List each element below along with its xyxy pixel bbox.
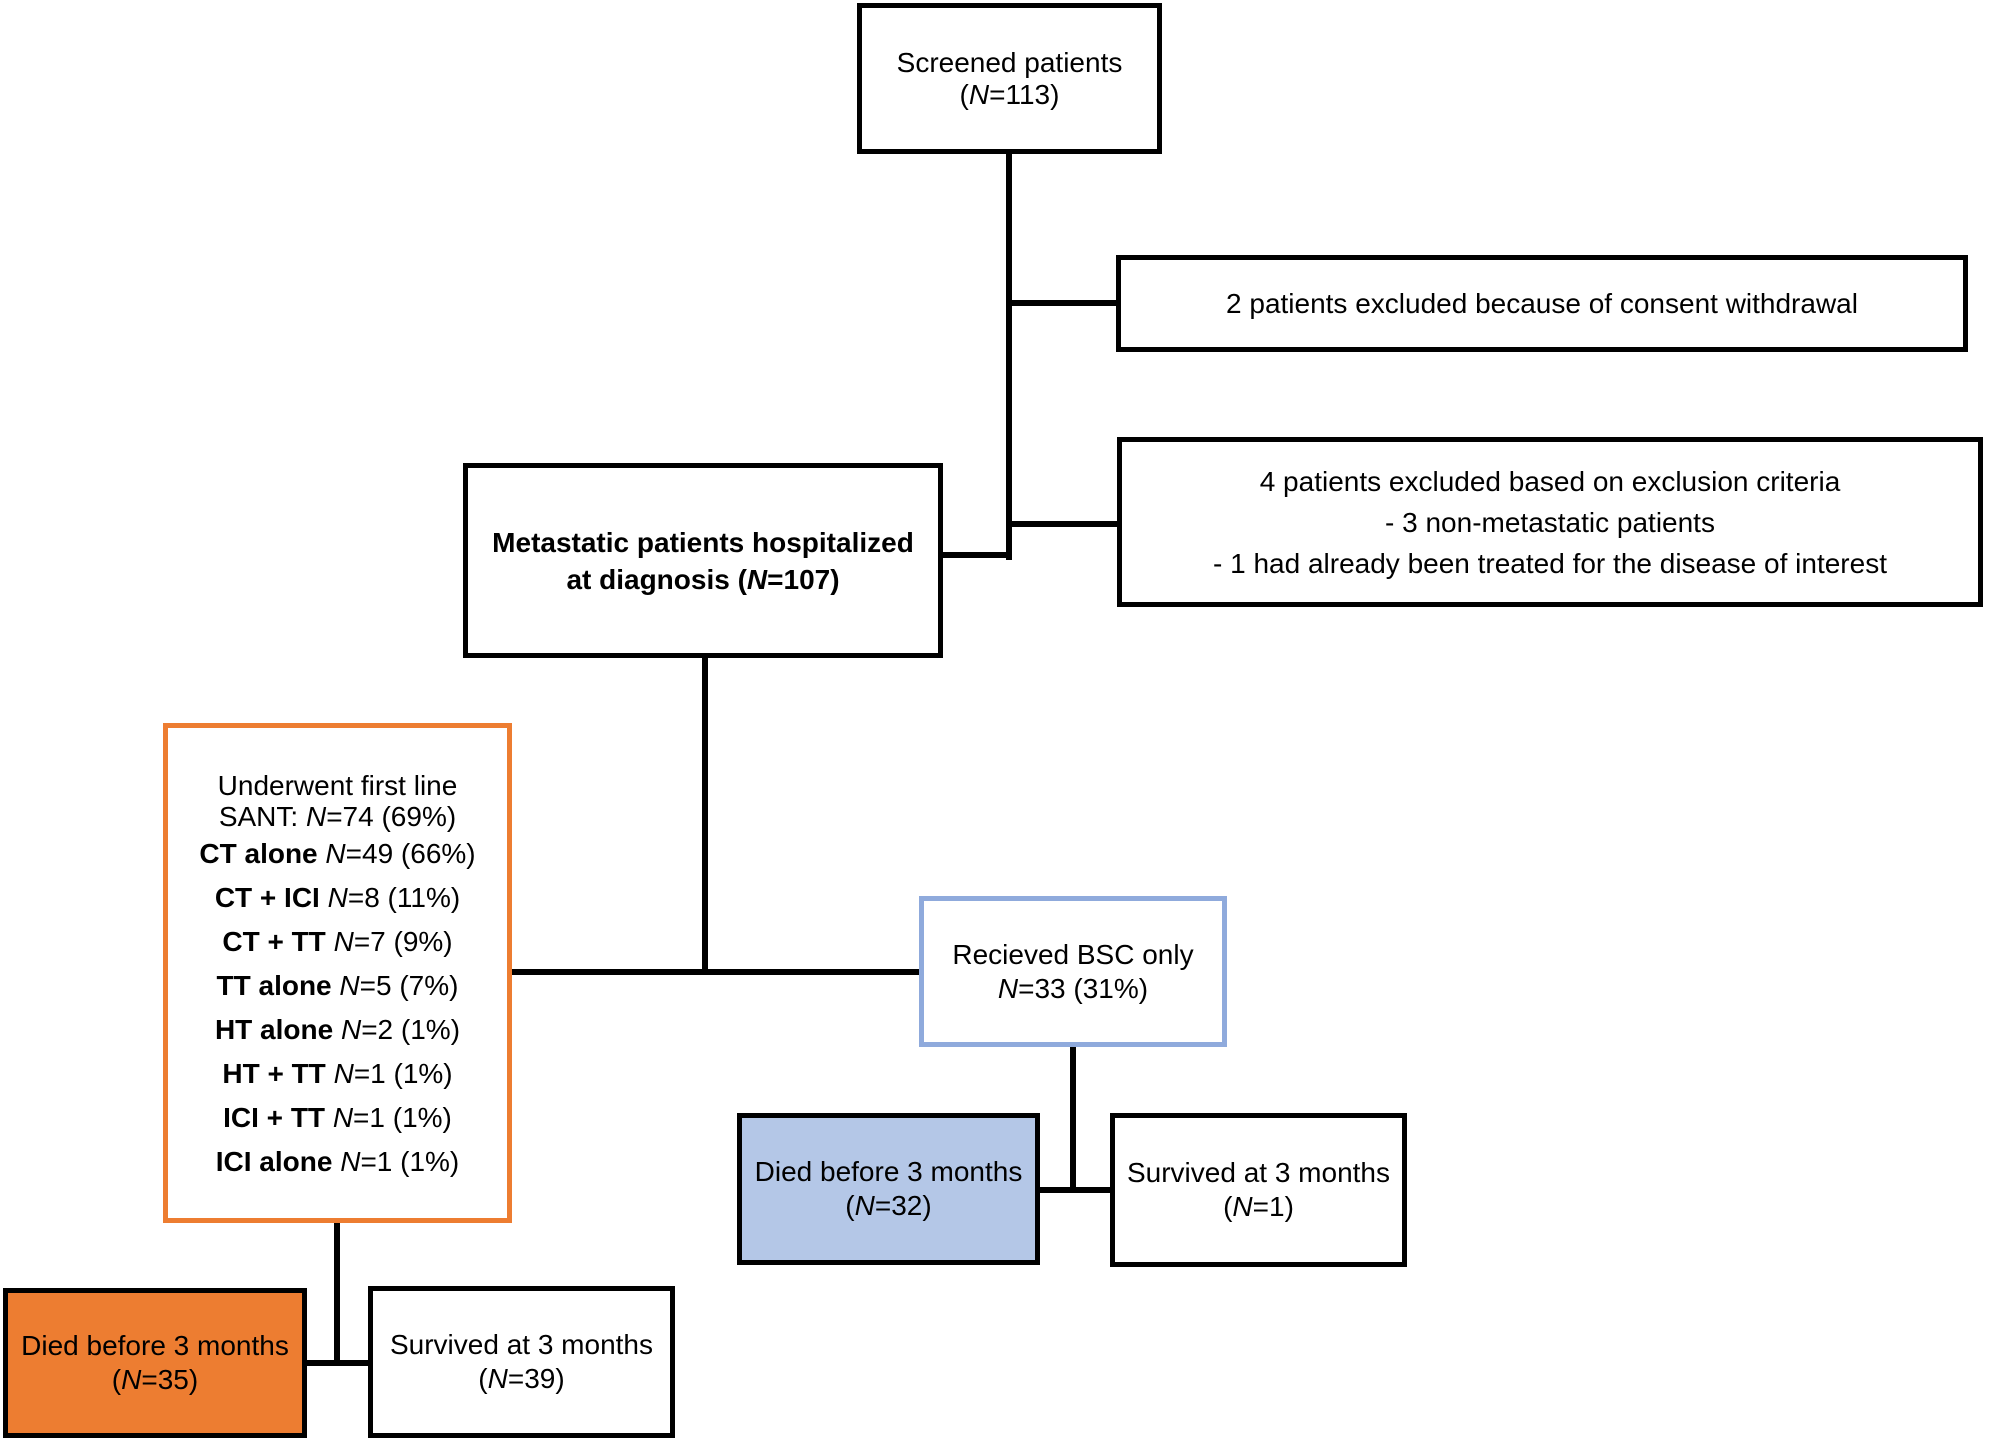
sant-item-ct-alone: CT alone N=49 (66%) <box>199 832 475 876</box>
connector-metastatic-down <box>702 658 708 975</box>
connector-bsc-down <box>1070 1047 1076 1193</box>
bsc-line1: Recieved BSC only <box>952 938 1194 970</box>
bsc-survived-box: Survived at 3 months (N=1) <box>1110 1113 1407 1267</box>
sant-header-line1: Underwent first line <box>217 770 458 801</box>
first-line-sant-box: Underwent first line SANT: N=74 (69%) CT… <box>163 723 512 1223</box>
sant-item-ht-alone: HT alone N=2 (1%) <box>215 1008 460 1052</box>
sant-item-label: CT + ICI <box>214 882 320 913</box>
bsc-line2: N=33 (31%) <box>997 972 1149 1004</box>
excluded-criteria-line2: - 3 non-metastatic patients <box>1385 506 1715 538</box>
excluded-criteria-line1: 4 patients excluded based on exclusion c… <box>1259 465 1841 497</box>
sant-item-ct-ici: CT + ICI N=8 (11%) <box>215 876 460 920</box>
bsc-died-line2: (N=32) <box>845 1190 932 1221</box>
sant-item-ici-alone: ICI alone N=1 (1%) <box>216 1140 460 1184</box>
screened-patients-box: Screened patients (N=113) <box>857 3 1162 154</box>
sant-item-label: HT alone <box>214 1014 334 1045</box>
bsc-died-line1: Died before 3 months <box>754 1156 1023 1187</box>
connector-sant-bsc-split <box>512 969 919 975</box>
sant-item-value: N=1 (1%) <box>332 1102 452 1133</box>
connector-bsc-outcomes-join <box>1040 1187 1110 1193</box>
sant-survived-box: Survived at 3 months (N=39) <box>368 1286 675 1438</box>
sant-item-ici-tt: ICI + TT N=1 (1%) <box>223 1096 452 1140</box>
screened-line1: Screened patients <box>896 46 1123 78</box>
sant-survived-line2: (N=39) <box>478 1363 565 1394</box>
sant-item-label: HT + TT <box>222 1058 326 1089</box>
sant-died-line1: Died before 3 months <box>21 1330 289 1361</box>
connector-sant-down <box>334 1223 340 1366</box>
sant-item-label: ICI alone <box>215 1146 333 1177</box>
screened-line2: (N=113) <box>959 78 1060 110</box>
sant-item-value: N=1 (1%) <box>340 1146 460 1177</box>
sant-item-label: CT alone <box>199 838 318 869</box>
bsc-survived-line2: (N=1) <box>1223 1191 1294 1222</box>
sant-item-label: TT alone <box>216 970 332 1001</box>
connector-to-metastatic <box>943 552 1012 558</box>
metastatic-line1: Metastatic patients hospitalized <box>492 526 914 558</box>
bsc-only-box: Recieved BSC only N=33 (31%) <box>919 896 1227 1047</box>
sant-item-label: CT + TT <box>222 926 326 957</box>
sant-item-value: N=49 (66%) <box>325 838 476 869</box>
sant-survived-line1: Survived at 3 months <box>389 1329 654 1360</box>
sant-item-label: ICI + TT <box>223 1102 326 1133</box>
bsc-survived-line1: Survived at 3 months <box>1126 1157 1391 1188</box>
sant-item-value: N=5 (7%) <box>339 970 459 1001</box>
sant-item-value: N=7 (9%) <box>333 926 453 957</box>
sant-item-ht-tt: HT + TT N=1 (1%) <box>222 1052 452 1096</box>
sant-died-box: Died before 3 months (N=35) <box>3 1288 307 1438</box>
bsc-died-box: Died before 3 months (N=32) <box>737 1113 1040 1265</box>
sant-header-line2: SANT: N=74 (69%) <box>218 801 457 832</box>
connector-to-exclusion-1 <box>1006 300 1116 306</box>
sant-item-value: N=8 (11%) <box>327 882 461 913</box>
excluded-consent-text: 2 patients excluded because of consent w… <box>1226 287 1858 319</box>
connector-to-exclusion-2 <box>1006 521 1117 527</box>
connector-sant-outcomes-join <box>307 1360 368 1366</box>
sant-item-value: N=2 (1%) <box>340 1014 461 1045</box>
metastatic-line2: at diagnosis (N=107) <box>566 563 840 595</box>
sant-item-ct-tt: CT + TT N=7 (9%) <box>222 920 452 964</box>
excluded-consent-box: 2 patients excluded because of consent w… <box>1116 255 1968 352</box>
metastatic-patients-box: Metastatic patients hospitalized at diag… <box>463 463 943 658</box>
sant-item-value: N=1 (1%) <box>333 1058 453 1089</box>
sant-died-line2: (N=35) <box>111 1364 199 1395</box>
excluded-criteria-box: 4 patients excluded based on exclusion c… <box>1117 437 1983 607</box>
connector-screened-down <box>1006 154 1012 560</box>
excluded-criteria-line3: - 1 had already been treated for the dis… <box>1213 547 1887 579</box>
sant-item-tt-alone: TT alone N=5 (7%) <box>217 964 459 1008</box>
